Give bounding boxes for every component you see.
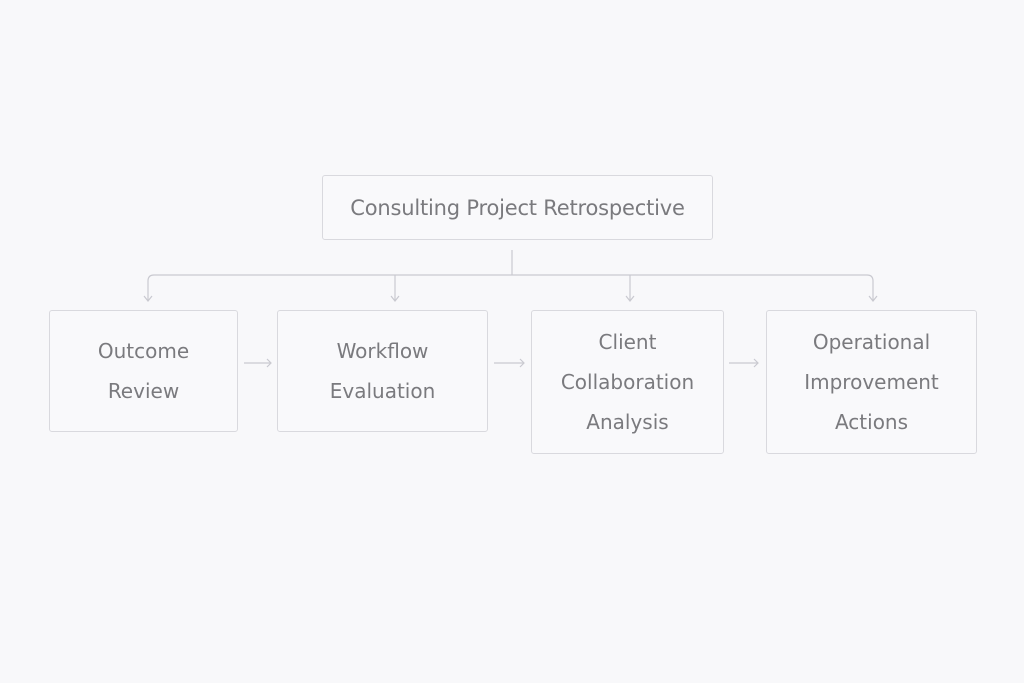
arrowhead-down-icon xyxy=(390,295,400,302)
node-label-line: Client xyxy=(598,330,657,354)
node-label-line: Analysis xyxy=(586,410,669,434)
node-outcome-review: Outcome Review xyxy=(49,310,238,432)
node-label-line: Actions xyxy=(834,410,909,434)
arrowhead-down-icon xyxy=(868,295,878,302)
node-label-line: Operational xyxy=(812,330,931,354)
node-workflow-evaluation: Workflow Evaluation xyxy=(277,310,488,432)
node-label-line: Improvement xyxy=(804,370,939,394)
node-label-line: Evaluation xyxy=(329,379,436,403)
root-node: Consulting Project Retrospective xyxy=(322,175,713,240)
arrowhead-down-icon xyxy=(625,295,635,302)
arrow-right-icon xyxy=(753,358,759,368)
trunk-line xyxy=(147,274,874,300)
node-label-line: Collaboration xyxy=(560,370,695,394)
node-client-collaboration-analysis: Client Collaboration Analysis xyxy=(531,310,724,454)
node-label-line: Review xyxy=(107,379,180,403)
node-operational-improvement-actions: Operational Improvement Actions xyxy=(766,310,977,454)
arrow-right-icon xyxy=(519,358,525,368)
arrowhead-down-icon xyxy=(143,295,153,302)
node-label-line: Workflow xyxy=(336,339,429,363)
root-node-label: Consulting Project Retrospective xyxy=(350,195,685,220)
node-label-line: Outcome xyxy=(97,339,190,363)
arrow-right-icon xyxy=(266,358,272,368)
